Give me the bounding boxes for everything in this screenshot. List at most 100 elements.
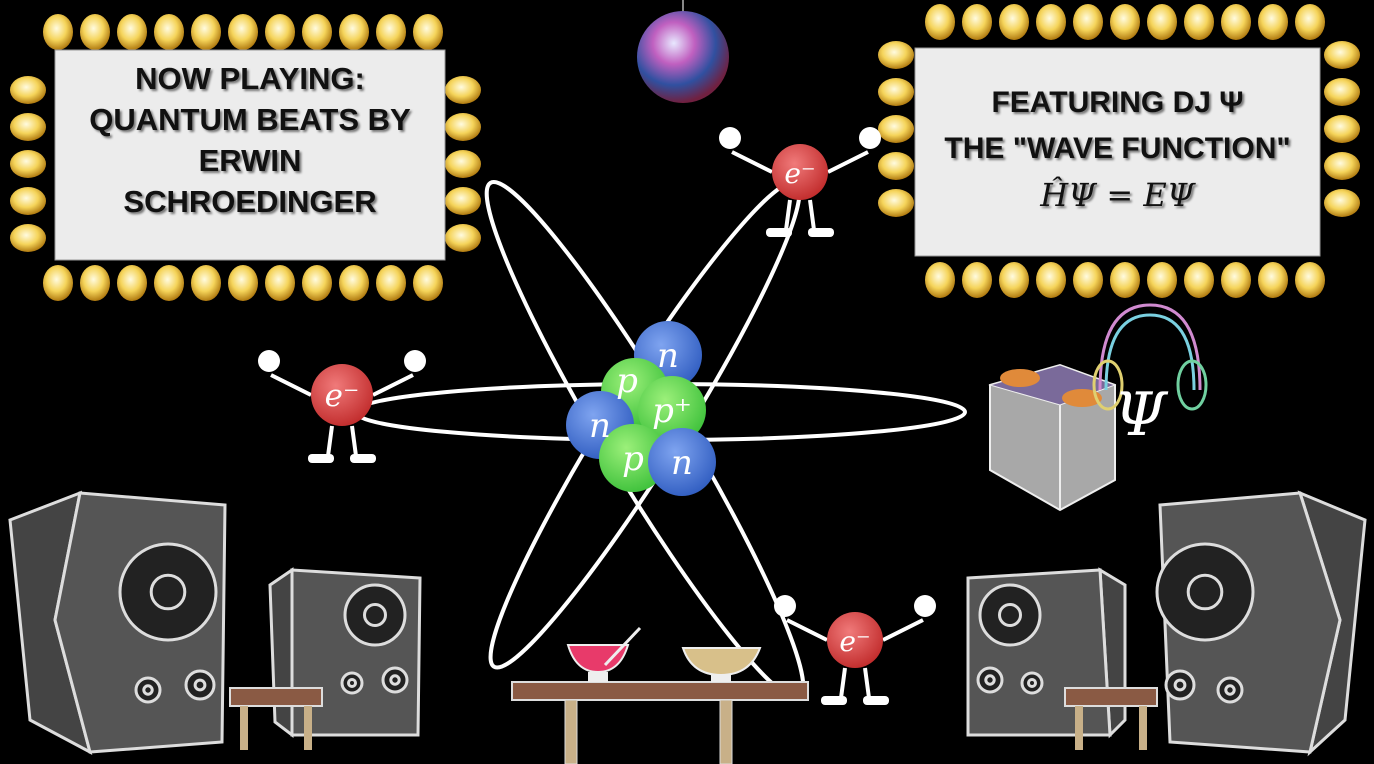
electron-label: e⁻ [839,625,870,658]
bench [229,687,323,750]
bulb-icon [1110,262,1140,298]
bulb-icon [962,4,992,40]
now-playing-text: NOW PLAYING: QUANTUM BEATS BY ERWIN SCHR… [55,58,445,222]
bulb-icon [1295,262,1325,298]
bulb-icon [117,265,147,301]
bulb-icon [413,14,443,50]
bulb-icon [1147,4,1177,40]
headphones-icon [1092,303,1208,411]
bulb-icon [445,187,481,215]
popcorn-bowl-icon [681,647,762,677]
bulb-icon [878,152,914,180]
bulb-icon [10,150,46,178]
rock-hand-icon [404,350,426,372]
bulb-icon [925,262,955,298]
electron-character: e⁻ [774,595,936,705]
sign-line: QUANTUM BEATS BY [89,102,411,137]
bulb-icon [999,4,1029,40]
bulb-icon [1184,4,1214,40]
sign-line: NOW PLAYING: [135,61,365,96]
bulb-icon [1324,41,1360,69]
left-small-speaker [268,567,422,739]
bulb-icon [878,41,914,69]
marquee-bulbs [10,4,1360,301]
bulb-icon [878,115,914,143]
particle-label: n [671,443,693,483]
bulb-icon [999,262,1029,298]
bulb-icon [43,265,73,301]
wave-function-line: THE "WAVE FUNCTION" [944,132,1291,165]
bulb-icon [413,265,443,301]
bulb-icon [376,14,406,50]
bulb-icon [10,224,46,252]
dj-psi-character: Ψ [1114,380,1169,450]
bulb-icon [265,265,295,301]
electrons: e⁻ e⁻ e⁻ [258,127,936,705]
bulb-icon [1036,262,1066,298]
bulb-icon [878,78,914,106]
snack-table [511,626,809,764]
electron-character: e⁻ [258,350,426,463]
rock-hand-icon [774,595,796,617]
bulb-icon [445,76,481,104]
proton-particle [638,376,706,444]
bulb-icon [10,187,46,215]
bulb-icon [925,4,955,40]
dj-turntables-icon [988,363,1117,512]
bulb-icon [302,14,332,50]
particle-label: p [616,361,638,401]
bulb-icon [1295,4,1325,40]
right-big-speaker [1155,490,1367,757]
particle-label: n [589,406,611,446]
schrodinger-equation: ĤΨ = EΨ [1040,176,1195,214]
now-playing-sign [54,49,446,261]
bulb-icon [10,113,46,141]
bulb-icon [1221,4,1251,40]
bulb-icon [1221,262,1251,298]
particle-label: n [657,336,679,376]
bulb-icon [154,14,184,50]
featuring-sign [914,47,1321,257]
speakers [8,490,1367,757]
particle-label: p [622,439,644,479]
bulb-icon [445,150,481,178]
bulb-icon [1324,189,1360,217]
rock-hand-icon [859,127,881,149]
bulb-icon [1258,262,1288,298]
bulb-icon [376,265,406,301]
bulb-icon [1258,4,1288,40]
electron-label: e⁻ [784,157,815,190]
bulb-icon [265,14,295,50]
bulb-icon [339,265,369,301]
bulb-icon [191,14,221,50]
bulb-icon [228,14,258,50]
proton-particle [599,424,667,492]
bulb-icon [339,14,369,50]
bench [1064,687,1158,750]
right-small-speaker [966,567,1127,739]
particle-label: p⁺ [652,391,692,431]
electron-character: e⁻ [719,127,881,237]
bulb-icon [10,76,46,104]
bulb-icon [1036,4,1066,40]
nucleus [566,321,716,496]
bulb-icon [1110,4,1140,40]
featuring-text: FEATURING DJ Ψ THE "WAVE FUNCTION" ĤΨ = … [915,80,1320,218]
bulb-icon [1073,262,1103,298]
neutron-particle [648,428,716,496]
bulb-icon [43,14,73,50]
bulb-icon [445,224,481,252]
bulb-icon [962,262,992,298]
bulb-icon [302,265,332,301]
bulb-icon [1184,262,1214,298]
bulb-icon [878,189,914,217]
sign-line: ERWIN [198,143,302,178]
bulb-icon [1324,115,1360,143]
left-big-speaker [8,490,227,755]
bulb-icon [1324,152,1360,180]
bulb-icon [228,265,258,301]
bulb-icon [1073,4,1103,40]
disco-ball-icon [637,0,729,103]
